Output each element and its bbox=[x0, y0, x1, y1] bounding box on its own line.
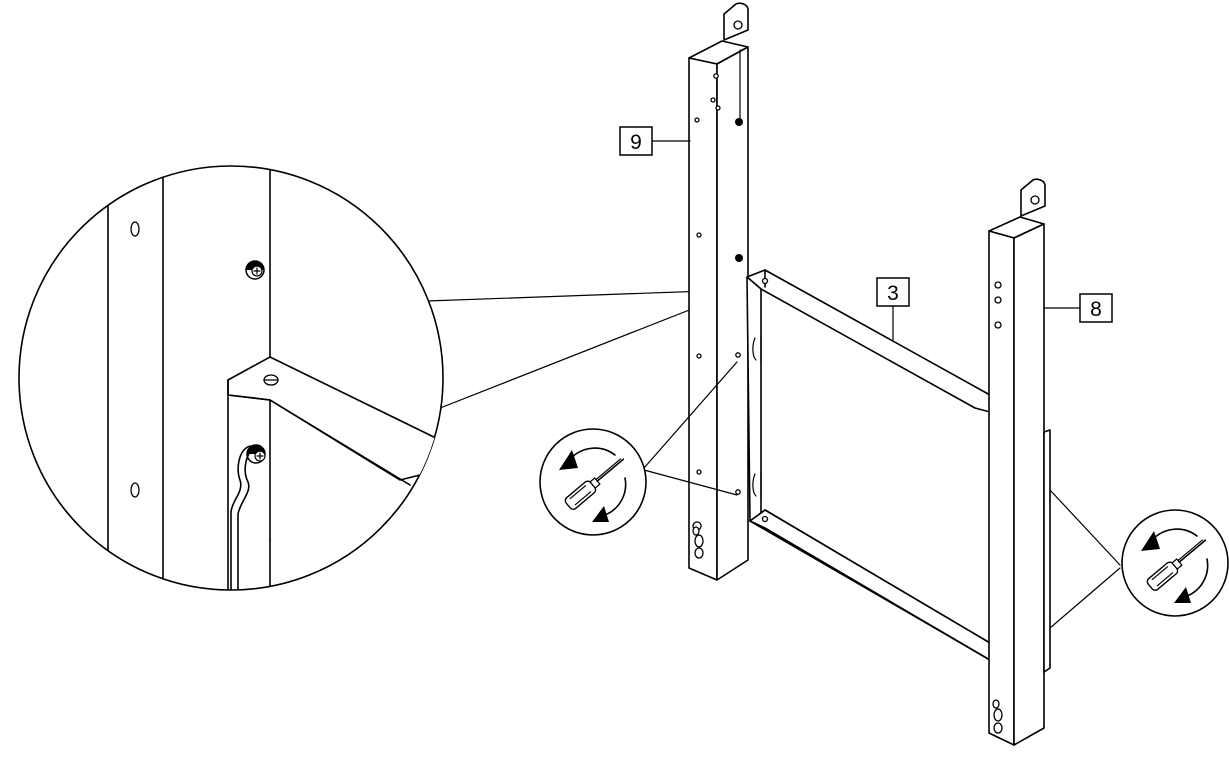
screw-icon-lower bbox=[246, 444, 266, 464]
callout-part-8: 8 bbox=[1043, 293, 1113, 323]
screwdriver-rotate-icon bbox=[539, 361, 738, 536]
screw-icon bbox=[245, 260, 265, 280]
callout-label-8: 8 bbox=[1090, 298, 1102, 321]
frame-3 bbox=[746, 269, 991, 661]
post-8 bbox=[988, 178, 1051, 746]
callout-label-3: 3 bbox=[887, 282, 899, 305]
detail-leader-bottom bbox=[429, 291, 736, 413]
detail-magnifier bbox=[18, 165, 736, 591]
callout-label-9: 9 bbox=[630, 131, 642, 154]
screwdriver-rotate-icon-right bbox=[1049, 489, 1229, 629]
detail-leader-top bbox=[426, 289, 736, 302]
callout-part-9: 9 bbox=[619, 126, 691, 156]
callout-part-3: 3 bbox=[876, 277, 910, 341]
post-9 bbox=[688, 2, 749, 581]
